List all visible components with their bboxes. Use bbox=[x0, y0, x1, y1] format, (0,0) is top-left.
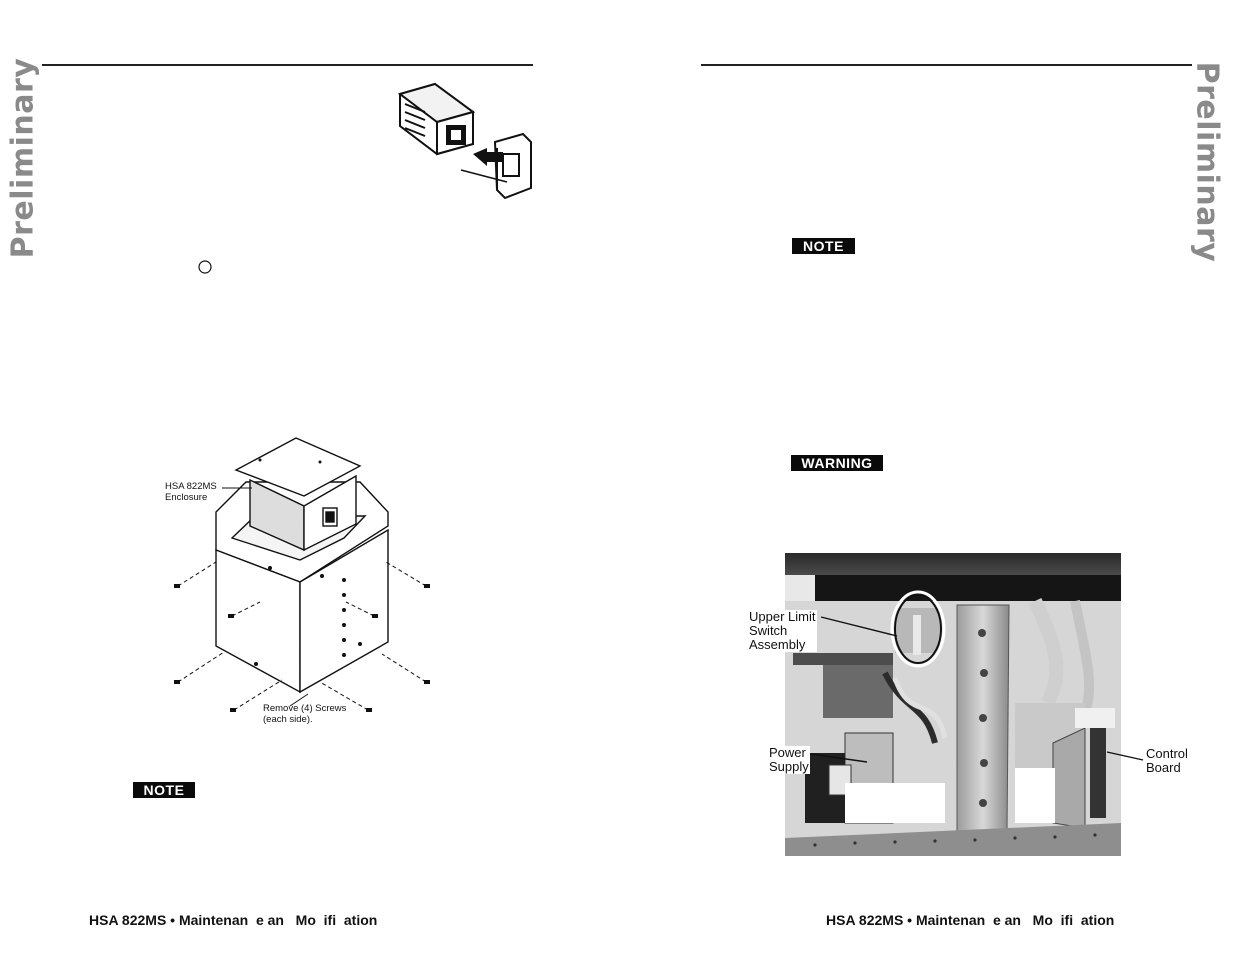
remove-screws-label: Remove (4) Screws (each side). bbox=[263, 703, 347, 725]
right-page: Preliminary NOTE WARNING bbox=[617, 0, 1234, 954]
preliminary-watermark: Preliminary bbox=[1189, 61, 1225, 263]
enclosure-label: HSA 822MS Enclosure bbox=[165, 481, 217, 503]
power-supply-callout: Power Supply bbox=[768, 745, 810, 774]
footer-left: HSA 822MS • Maintenan e an Mo ifi ation bbox=[89, 912, 378, 928]
preliminary-watermark: Preliminary bbox=[5, 57, 41, 259]
upper-limit-switch-callout: Upper Limit Switch Assembly bbox=[747, 609, 818, 652]
header-rule bbox=[42, 64, 533, 66]
left-page: Preliminary bbox=[0, 0, 617, 954]
note-badge: NOTE bbox=[133, 782, 195, 798]
warning-badge: WARNING bbox=[791, 455, 883, 471]
interior-photo bbox=[785, 553, 1121, 856]
note-badge: NOTE bbox=[792, 238, 855, 254]
footer-right: HSA 822MS • Maintenan e an Mo ifi ation bbox=[826, 912, 1115, 928]
circle-symbol-icon bbox=[198, 260, 212, 274]
enclosure-drawing bbox=[174, 437, 430, 712]
keystone-jack-illustration bbox=[397, 82, 532, 200]
photo-callout-leaders bbox=[810, 616, 1144, 763]
control-board-callout: Control Board bbox=[1146, 746, 1188, 775]
header-rule bbox=[701, 64, 1192, 66]
